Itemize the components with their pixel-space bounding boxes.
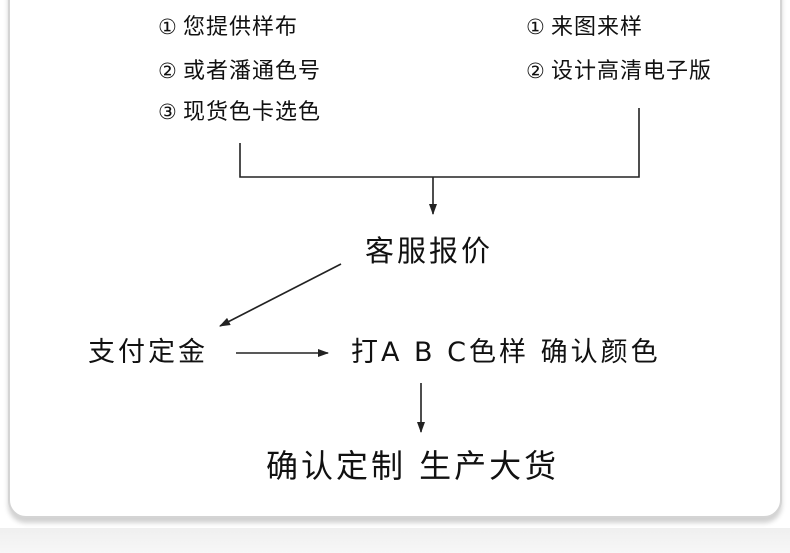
arrow-to-deposit <box>219 263 342 327</box>
quote-step: 客服报价 <box>365 234 494 268</box>
deposit-step: 支付定金 <box>88 337 208 368</box>
circled-number: ② <box>526 59 546 83</box>
option-label: 您提供样布 <box>183 15 299 40</box>
final-step: 确认定制 生产大货 <box>266 447 560 485</box>
merge-bracket <box>239 108 640 178</box>
option-label: 来图来样 <box>551 15 644 40</box>
option-label: 现货色卡选色 <box>183 100 322 125</box>
option-label: 或者潘通色号 <box>183 59 322 84</box>
process-card <box>8 0 782 518</box>
circled-number: ① <box>526 15 546 39</box>
option-label: 设计高清电子版 <box>551 59 713 84</box>
circled-number: ③ <box>158 100 178 124</box>
circled-number: ① <box>158 15 178 39</box>
circled-number: ② <box>158 59 178 83</box>
bottom-band <box>0 528 790 553</box>
sample-step: 打A B C色样 确认颜色 <box>351 337 661 368</box>
